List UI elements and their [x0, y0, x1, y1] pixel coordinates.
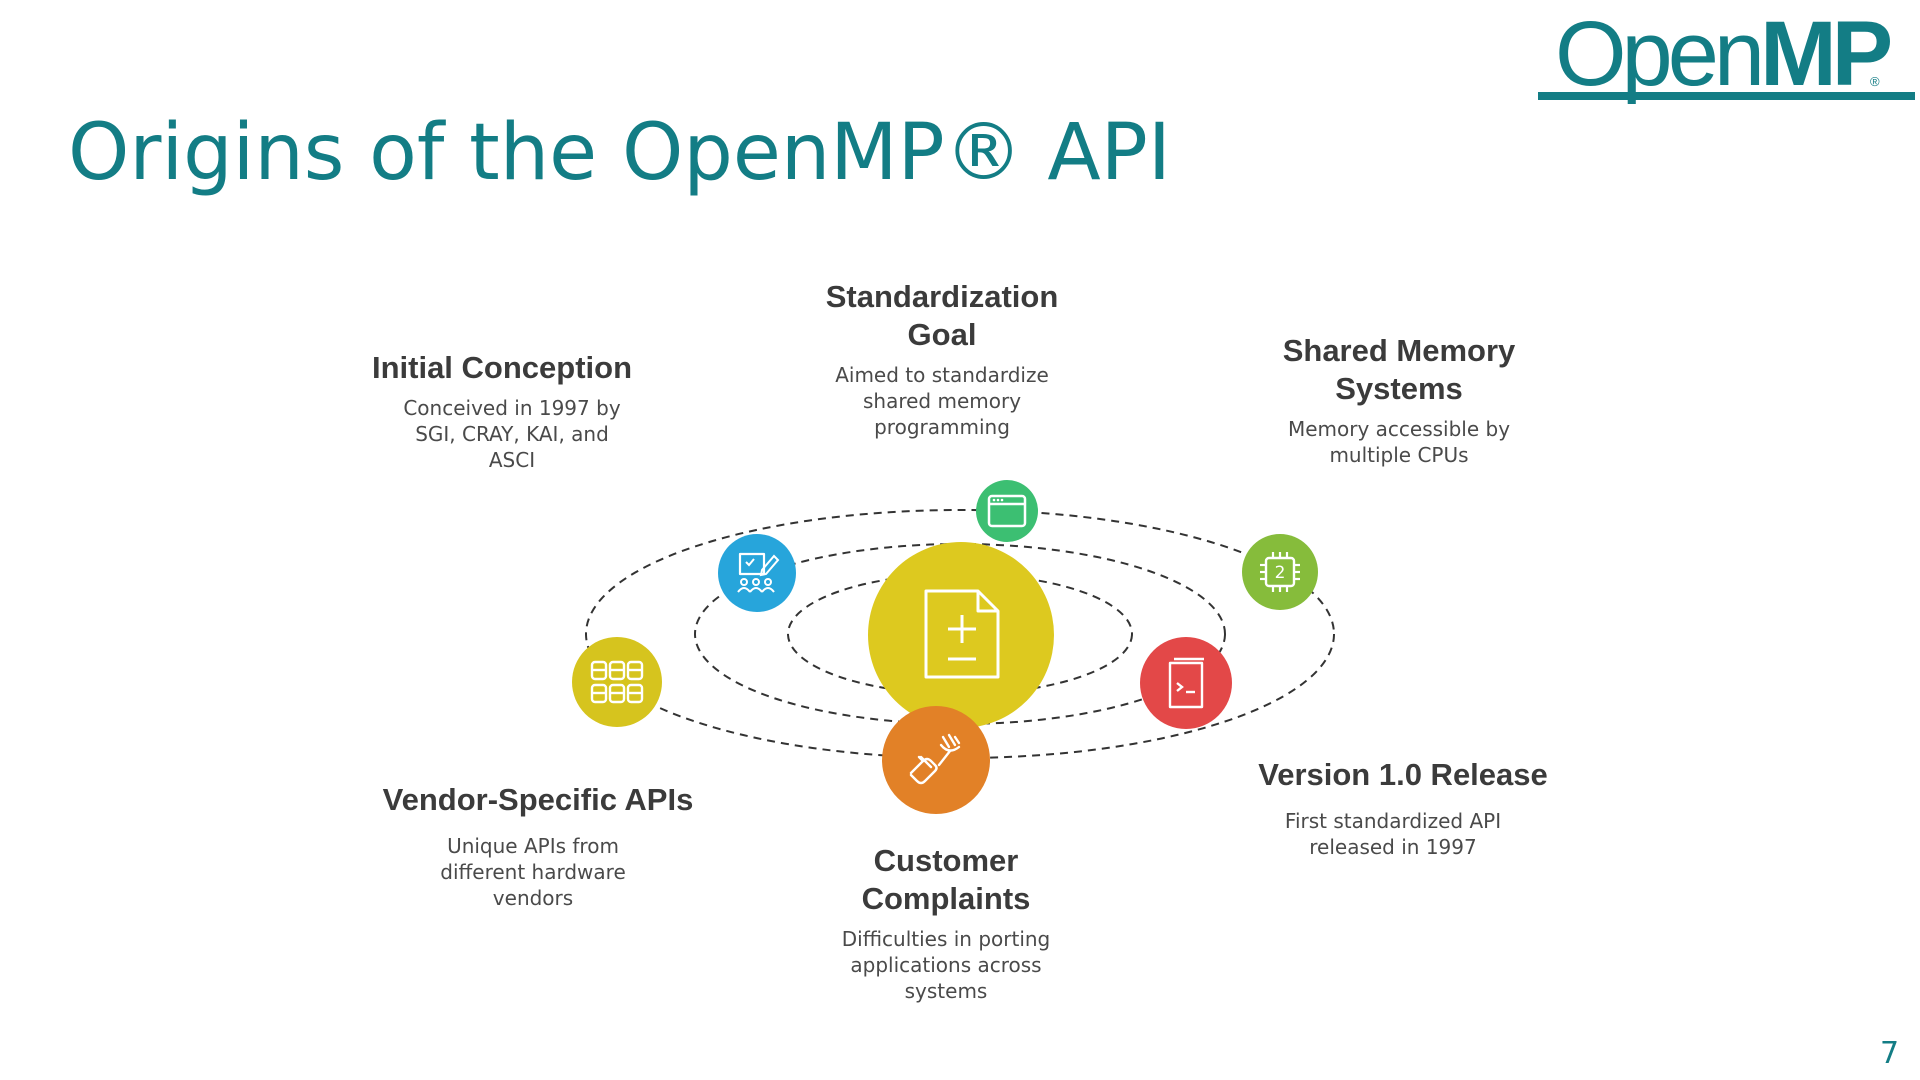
whiteboard-team-icon [737, 552, 780, 593]
hand-fork-icon [909, 733, 961, 785]
page-number: 7 [1880, 1036, 1900, 1071]
version-release-title: Version 1.0 Release [1258, 757, 1548, 792]
shared-memory-systems-description: Memory accessible by multiple CPUs [1287, 417, 1511, 467]
logo-open: Open [1555, 3, 1765, 105]
version-release-label: Version 1.0 Release First standardized A… [1238, 756, 1568, 860]
logo-mp: MP [1760, 3, 1893, 105]
logo-underline [1538, 92, 1915, 100]
initial-conception-node [718, 534, 796, 612]
standardization-goal-description: Aimed to standardize shared memory progr… [835, 363, 1049, 439]
logo-wordmark: OpenMP [1555, 3, 1893, 105]
vendor-specific-apis-description: Unique APIs from different hardware vend… [440, 834, 626, 910]
vendor-specific-apis-label: Vendor-Specific APIs Unique APIs from di… [368, 781, 708, 911]
openmp-logo: OpenMP ® [1535, 3, 1915, 106]
slide-title: Origins of the OpenMP® API [68, 108, 1171, 198]
cpu-chip-icon: 2 [1260, 552, 1300, 592]
initial-conception-title: Initial Conception [371, 350, 633, 385]
grid-blocks-icon [590, 660, 644, 704]
orbit-outer [585, 509, 1335, 759]
logo-registered-mark: ® [1870, 74, 1880, 89]
standardization-goal-label: Standardization Goal Aimed to standardiz… [812, 278, 1072, 440]
standardization-goal-title: Standardization Goal [825, 279, 1059, 352]
vendor-specific-apis-title: Vendor-Specific APIs [382, 782, 694, 817]
terminal-book-icon [1168, 657, 1204, 709]
shared-memory-systems-title: Shared Memory Systems [1282, 333, 1516, 406]
shared-memory-systems-node: 2 [1242, 534, 1318, 610]
vendor-specific-apis-node [572, 637, 662, 727]
svg-text:2: 2 [1275, 563, 1286, 583]
customer-complaints-label: Customer Complaints Difficulties in port… [826, 842, 1066, 1004]
version-release-node [1140, 637, 1232, 729]
browser-window-icon [987, 494, 1027, 528]
initial-conception-label: Initial Conception Conceived in 1997 by … [362, 349, 642, 473]
initial-conception-description: Conceived in 1997 by SGI, CRAY, KAI, and… [403, 396, 621, 472]
shared-memory-systems-label: Shared Memory Systems Memory accessible … [1264, 332, 1534, 468]
customer-complaints-title: Customer Complaints [861, 843, 1031, 916]
document-plus-minus-icon [924, 589, 1000, 679]
customer-complaints-node [882, 706, 990, 814]
customer-complaints-description: Difficulties in porting applications acr… [841, 927, 1051, 1003]
center-node [868, 542, 1054, 728]
standardization-goal-node [976, 480, 1038, 542]
version-release-description: First standardized API released in 1997 [1284, 809, 1502, 859]
